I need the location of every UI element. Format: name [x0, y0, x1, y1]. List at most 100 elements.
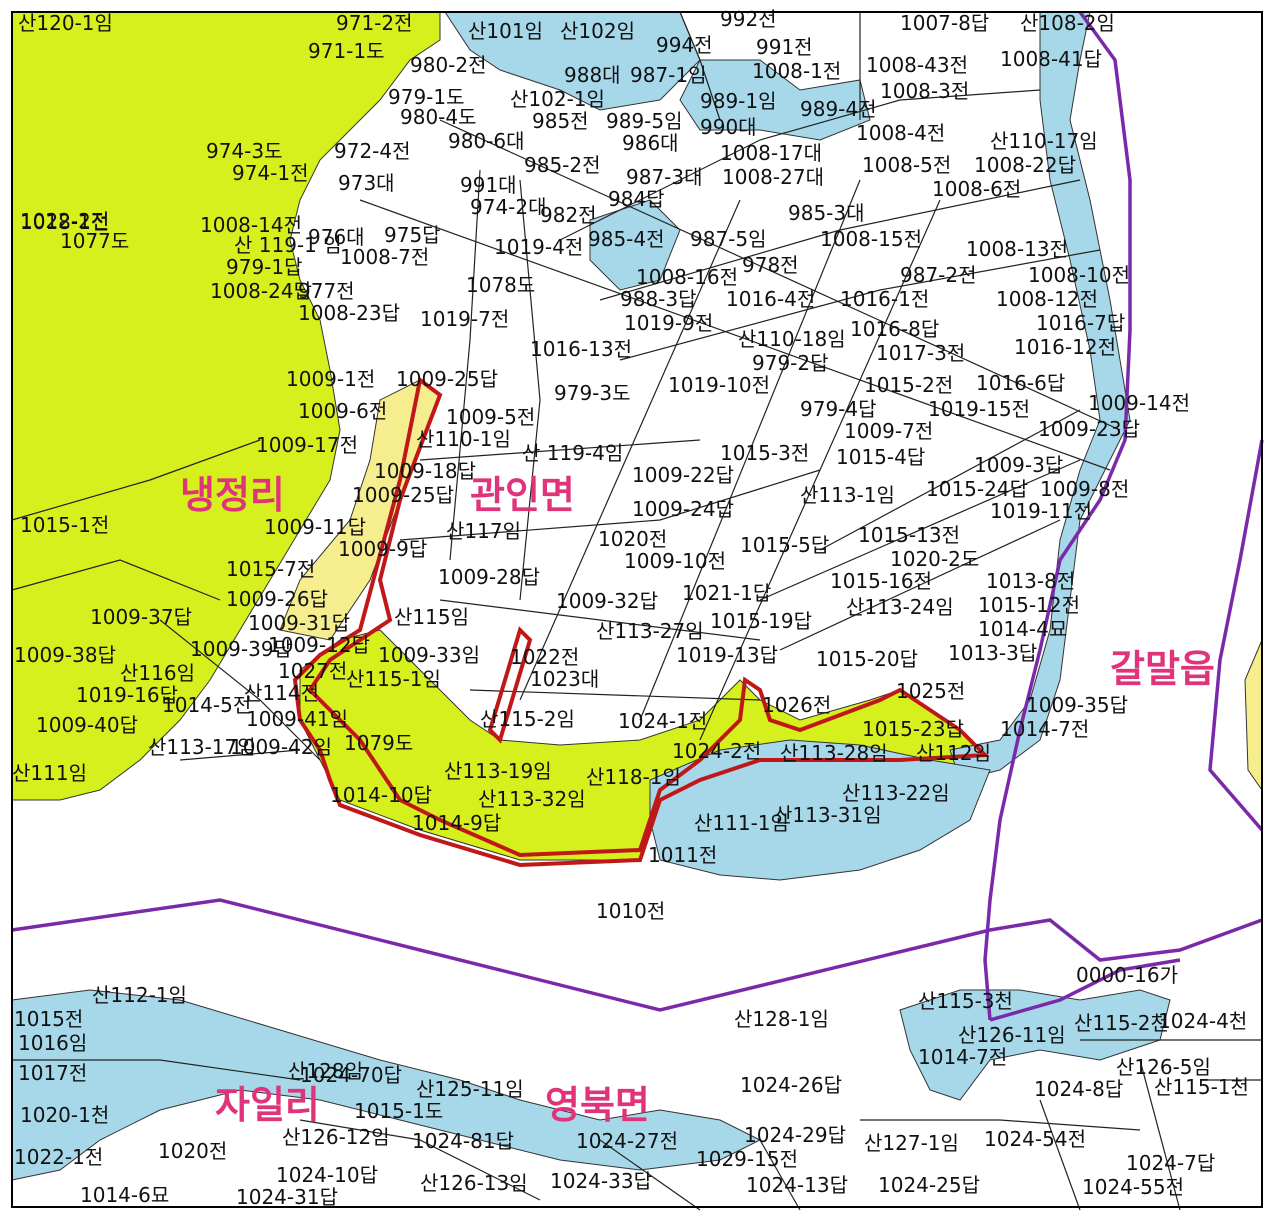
lot-label: 산115-2천: [1074, 1011, 1169, 1035]
lot-label: 1029-15전: [696, 1147, 798, 1171]
lot-label: 1019-16답: [76, 683, 178, 707]
lot-label: 1009-25답: [352, 483, 454, 507]
lot-label: 1024-2전: [672, 739, 761, 763]
lot-label: 산102-1임: [510, 87, 605, 111]
lot-label: 산113-32임: [478, 787, 586, 811]
lot-label: 1015-23답: [862, 717, 964, 741]
lot-label: 1019-13답: [676, 643, 778, 667]
lot-label: 1008-14전: [200, 213, 302, 237]
lot-label: 1019-11전: [990, 499, 1092, 523]
lot-label: 1024-13답: [746, 1173, 848, 1197]
lot-label: 산127-1임: [864, 1131, 959, 1155]
region-labels: 냉정리 관인면 갈말읍 자일리 영북면: [180, 473, 1215, 1127]
highlight-zones: [279, 379, 1263, 792]
lot-label: 1009-42임: [230, 735, 332, 759]
lot-label: 1016-4전: [726, 287, 815, 311]
lot-label: 1015-12전: [978, 593, 1080, 617]
lot-label: 산126-5임: [1116, 1055, 1211, 1079]
lot-label: 1024-70답: [300, 1063, 402, 1087]
region-label-yeongbuk-myeon: 영북면: [545, 1083, 650, 1127]
lot-label: 1015-7전: [226, 557, 315, 581]
lot-label: 1007-8답: [900, 11, 989, 35]
lot-label: 987-3대: [626, 165, 703, 189]
lot-label: 1009-23답: [1038, 417, 1140, 441]
lot-label: 1020전: [158, 1139, 227, 1163]
lot-label: 1019-9전: [624, 311, 713, 335]
water-south-west: [11, 989, 762, 1181]
lot-label: 988대: [564, 63, 621, 87]
lot-label: 1008-27대: [722, 165, 824, 189]
region-label-gwanin-myeon: 관인면: [470, 473, 575, 517]
lot-label: 991전: [756, 35, 813, 59]
lot-label: 산126-12임: [282, 1125, 390, 1149]
lot-label: 1008-17대: [720, 141, 822, 165]
lot-label: 1019-10전: [668, 373, 770, 397]
boundary-east: [983, 10, 1132, 1021]
lot-label: 산110-1임: [416, 427, 511, 451]
lot-label: 산126-11임: [958, 1023, 1066, 1047]
lot-label: 1014-7전: [918, 1045, 1007, 1069]
lot-label: 1008-6전: [932, 177, 1021, 201]
lot-label: 980-6대: [448, 129, 525, 153]
lot-label: 1015-19답: [710, 609, 812, 633]
lot-label: 1009-3답: [974, 453, 1063, 477]
lot-label: 977전: [298, 279, 355, 303]
lot-label: 1021-1답: [682, 581, 771, 605]
lot-label: 산113-22임: [842, 781, 950, 805]
lot-label: 1023대: [530, 667, 599, 691]
lot-label: 987-5임: [690, 227, 767, 251]
lot-label: 974-3도: [206, 139, 283, 163]
map-frame: [11, 11, 1263, 1208]
lot-label: 1020전: [598, 527, 667, 551]
lot-label: 1008-10전: [1028, 263, 1130, 287]
lot-label: 산113-24임: [846, 595, 954, 619]
lot-label: 1009-11답: [264, 515, 366, 539]
lot-label: 987-1임: [630, 63, 707, 87]
lot-label: 988-3답: [620, 287, 697, 311]
lot-label: 1009-10전: [624, 549, 726, 573]
water-south-east: [899, 989, 1171, 1101]
lot-label: 1014-9답: [412, 811, 501, 835]
lot-label: 1015-4답: [836, 445, 925, 469]
lot-label: 1009-9답: [338, 537, 427, 561]
admin-boundaries: [11, 10, 1264, 1022]
lot-label: 1024-27전: [576, 1129, 678, 1153]
lot-label: 1013-3답: [948, 641, 1037, 665]
lot-label: 1015-13전: [858, 523, 960, 547]
lot-label: 산113-27임: [596, 619, 704, 643]
lot-label: 976대: [308, 225, 365, 249]
lot-label: 971-1도: [308, 39, 385, 63]
lot-label: 984답: [608, 187, 665, 211]
lot-label: 1024-55전: [1082, 1175, 1184, 1199]
water-north-2: [679, 59, 871, 141]
forest-west: [11, 11, 441, 801]
lot-label: 1024-25답: [878, 1173, 980, 1197]
lot-label: 산115-1임: [346, 667, 441, 691]
lot-label: 1016-13전: [530, 337, 632, 361]
lot-label: 1008-5전: [862, 153, 951, 177]
lot-label: 산 119-1 임: [234, 233, 342, 257]
lot-label: 974-2대: [470, 195, 547, 219]
lot-label: 산114전: [244, 681, 319, 705]
lot-label: 1024-10답: [276, 1163, 378, 1187]
region-label-naengjeong-ri: 냉정리: [180, 473, 285, 517]
lot-label: 985전: [532, 109, 589, 133]
lot-label: 1009-22답: [632, 463, 734, 487]
lot-label: 1009-41임: [246, 707, 348, 731]
lot-label: 979-4답: [800, 397, 877, 421]
boundary-far-east: [1208, 439, 1264, 832]
lot-label: 1024-26답: [740, 1073, 842, 1097]
lot-label: 1024-29답: [744, 1123, 846, 1147]
lot-label: 1014-10답: [330, 783, 432, 807]
region-label-jail-ri: 자일리: [215, 1083, 320, 1127]
lot-label: 987-2전: [900, 263, 977, 287]
lot-label: 1009-17전: [256, 433, 358, 457]
lot-label: 989-4전: [800, 97, 877, 121]
lot-label: 1014-6묘: [80, 1183, 169, 1207]
lot-label: 1016-8답: [850, 317, 939, 341]
parcel-lines: [11, 11, 1262, 1211]
water-east: [949, 11, 1131, 781]
lot-label: 1009-6전: [298, 399, 387, 423]
lot-label: 982전: [540, 203, 597, 227]
